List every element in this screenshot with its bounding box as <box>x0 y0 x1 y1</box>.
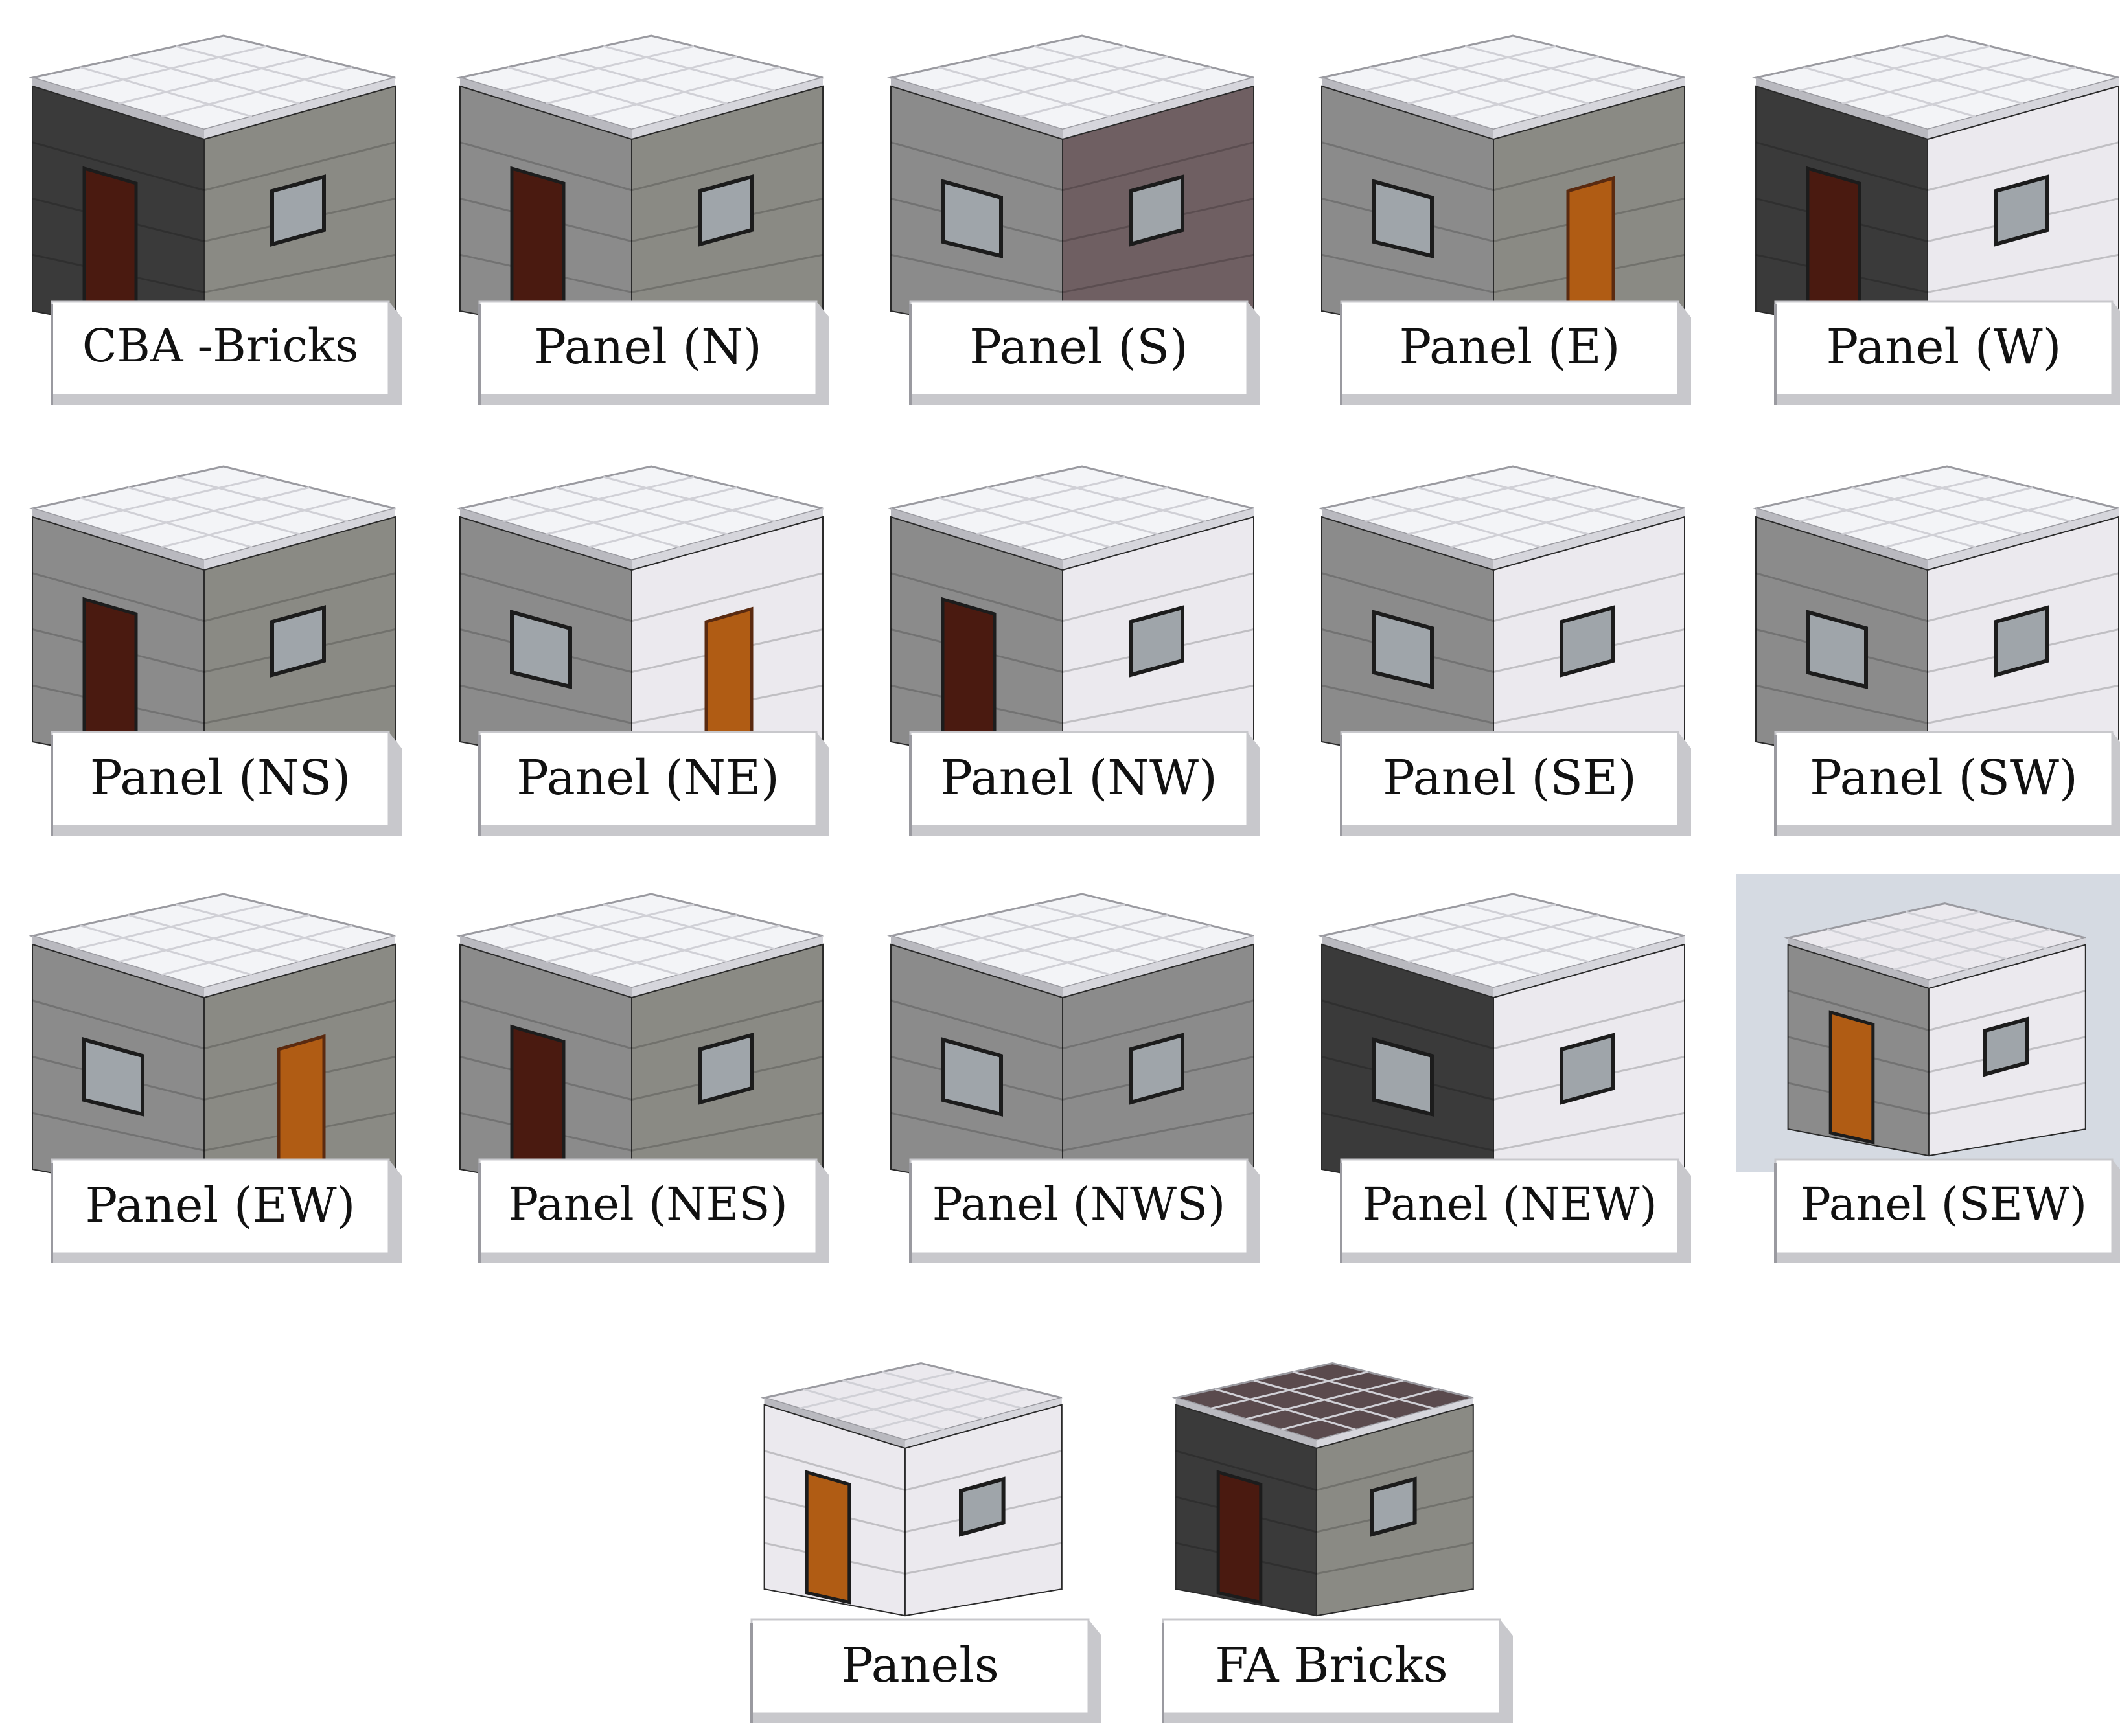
house-tile: Panel (NWS) <box>871 874 1273 1276</box>
label-box <box>1774 731 2120 836</box>
house-illustration <box>887 465 1260 836</box>
house-label: Panel (NW) <box>940 750 1217 806</box>
house-label: Panel (N) <box>534 319 762 375</box>
house-illustration <box>1752 465 2120 836</box>
window <box>1370 1476 1417 1537</box>
label-box <box>909 1158 1260 1263</box>
window <box>82 1037 144 1117</box>
house-tile: Panel (N) <box>441 16 842 418</box>
house-label: Panel (EW) <box>85 1178 356 1233</box>
house-tile: Panel (NS) <box>13 447 415 849</box>
house-label: Panel (SW) <box>1810 750 2078 806</box>
house-tile: FA Bricks <box>1124 1334 1526 1736</box>
window <box>1806 610 1868 689</box>
house-illustration <box>1318 465 1691 836</box>
house-tile: Panel (NW) <box>871 447 1273 849</box>
window <box>1129 605 1184 678</box>
window <box>1372 610 1434 689</box>
house-tile: Panel (SW) <box>1736 447 2120 849</box>
window <box>270 605 326 678</box>
label-box <box>1774 300 2120 405</box>
house-illustration <box>1318 893 1691 1263</box>
house-illustration <box>29 34 402 405</box>
house-label: Panel (SE) <box>1383 750 1637 806</box>
label-box <box>1340 300 1691 405</box>
house-tile: Panel (SE) <box>1302 447 1704 849</box>
house-tile: Panel (NES) <box>441 874 842 1276</box>
window <box>510 610 572 689</box>
house-tile: Panel (E) <box>1302 16 1704 418</box>
house-label: Panel (SEW) <box>1800 1178 2088 1231</box>
figure: CBA -Bricks Panel (N) Panel (S) Panel (E) Pa… <box>13 16 2120 1723</box>
label-box <box>909 300 1260 405</box>
house-label: Panel (NEW) <box>1362 1178 1657 1231</box>
roof <box>760 1362 1063 1442</box>
label-box <box>1340 731 1691 836</box>
house-illustration <box>887 893 1260 1263</box>
house-tile: Panel (SEW) <box>1736 874 2120 1276</box>
house-illustration <box>887 34 1260 405</box>
label-box <box>1774 1158 2120 1263</box>
house-tile: Panel (NE) <box>441 447 842 849</box>
house-illustration <box>456 893 829 1263</box>
house-illustration <box>29 465 402 836</box>
label-box <box>51 731 402 836</box>
house-tile: Panels <box>713 1334 1114 1736</box>
label-box <box>909 731 1260 836</box>
house-label: FA Bricks <box>1215 1638 1448 1693</box>
house-illustration <box>1318 34 1691 405</box>
house-tile: CBA -Bricks <box>13 16 415 418</box>
window <box>941 179 1003 258</box>
window <box>698 174 754 247</box>
window <box>1994 174 2049 247</box>
label-box <box>478 731 829 836</box>
door <box>805 1470 851 1605</box>
window <box>1983 1016 2029 1077</box>
house-label: Panels <box>841 1638 999 1693</box>
house-illustration <box>456 34 829 405</box>
house-tile: Panel (NEW) <box>1302 874 1704 1276</box>
door <box>1216 1470 1263 1605</box>
label-box <box>51 300 402 405</box>
house-tile: Panel (W) <box>1736 16 2120 418</box>
house-label: Panel (NWS) <box>932 1178 1226 1231</box>
house-label: Panel (S) <box>969 319 1188 375</box>
house-illustration <box>1162 1362 1513 1723</box>
house-illustration <box>1736 874 2120 1263</box>
window <box>941 1037 1003 1117</box>
house-illustration <box>456 465 829 836</box>
window <box>1129 1033 1184 1105</box>
roof <box>1784 902 2086 982</box>
window <box>270 174 326 247</box>
window <box>1372 1037 1434 1117</box>
house-label: Panel (NE) <box>516 750 779 806</box>
house-label: CBA -Bricks <box>82 319 359 372</box>
door <box>1828 1010 1875 1145</box>
window <box>1129 174 1184 247</box>
house-label: Panel (E) <box>1399 319 1620 375</box>
house-tile: Panel (S) <box>871 16 1273 418</box>
label-box <box>1340 1158 1691 1263</box>
house-illustration <box>29 893 402 1263</box>
label-box <box>51 1158 402 1263</box>
house-tile: Panel (EW) <box>13 874 415 1276</box>
house-illustration <box>1752 34 2120 405</box>
house-label: Panel (NS) <box>89 750 351 806</box>
window <box>1560 1033 1615 1105</box>
label-box <box>478 1158 829 1263</box>
window <box>1372 179 1434 258</box>
window <box>1560 605 1615 678</box>
house-label: Panel (W) <box>1826 319 2062 375</box>
house-label: Panel (NES) <box>508 1178 788 1231</box>
roof <box>1171 1362 1474 1442</box>
window <box>959 1476 1006 1537</box>
window <box>1994 605 2049 678</box>
window <box>698 1033 754 1105</box>
label-box <box>478 300 829 405</box>
